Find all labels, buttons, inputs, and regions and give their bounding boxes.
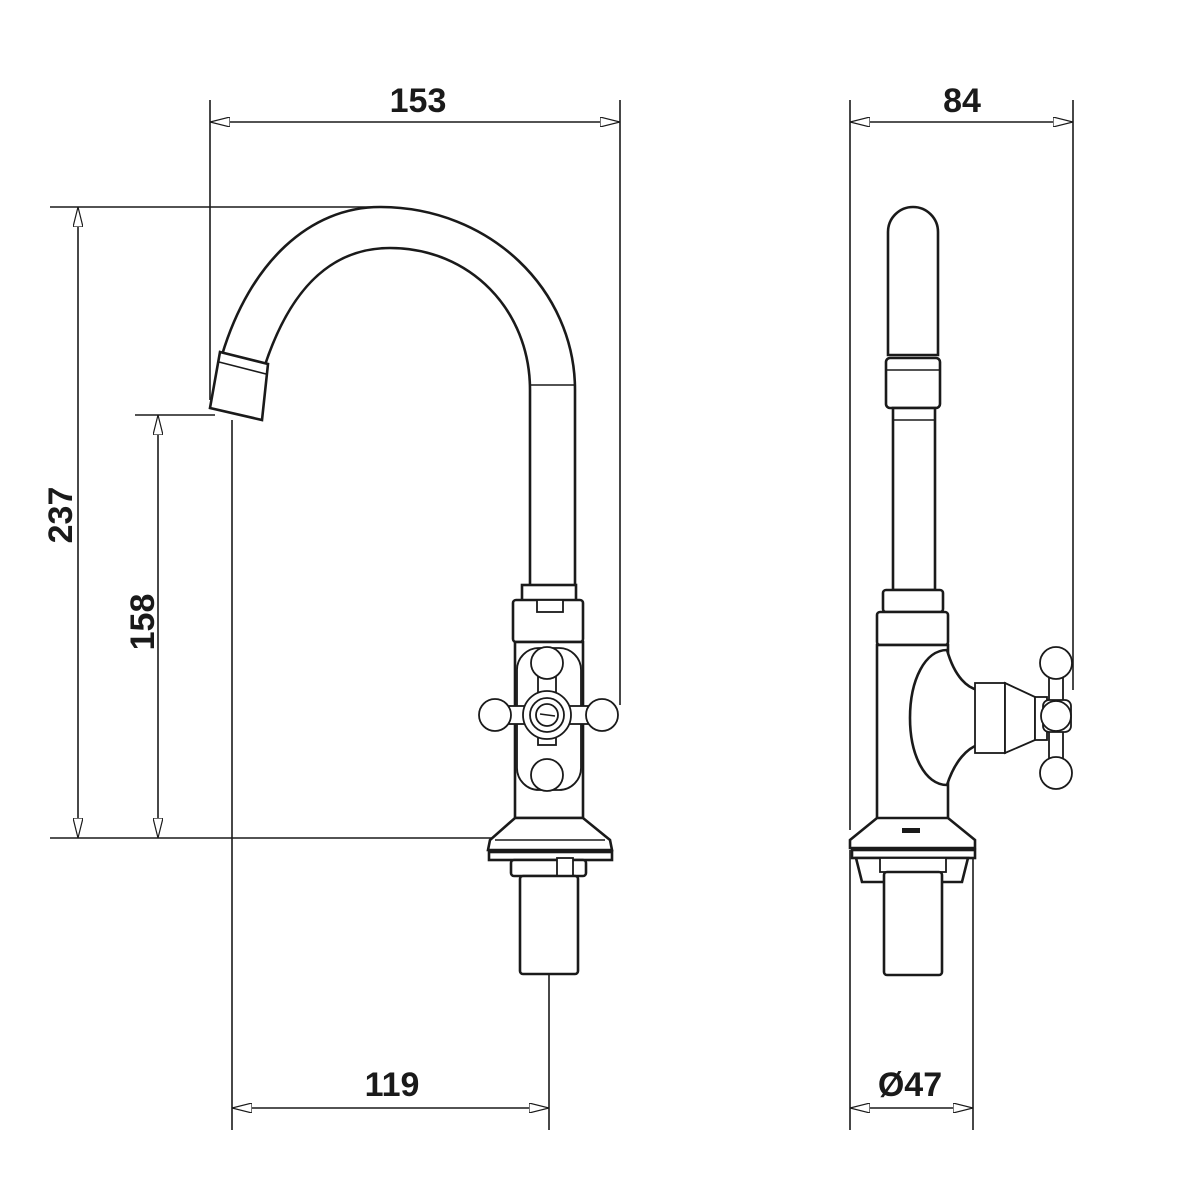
dim-119: 119: [231, 420, 550, 1130]
faucet-side-view: [848, 205, 1073, 977]
dim-84: 84: [849, 82, 1074, 830]
dim-label-119: 119: [365, 1066, 420, 1104]
dim-label-237: 237: [42, 487, 80, 544]
dim-label-158: 158: [124, 594, 162, 651]
dim-153: 153: [209, 82, 621, 705]
aerator-side: [884, 356, 942, 410]
dim-label-153: 153: [390, 82, 447, 120]
dim-237: 237: [42, 206, 492, 839]
cross-handle-side: [1039, 646, 1073, 790]
dim-158: 158: [124, 414, 215, 838]
dim-label-47: Ø47: [878, 1066, 942, 1104]
aerator: [208, 350, 270, 422]
cross-handle: [478, 646, 619, 792]
dim-label-84: 84: [943, 82, 981, 120]
dim-diameter-47: Ø47: [849, 850, 974, 1130]
faucet-front-view: [208, 205, 619, 976]
